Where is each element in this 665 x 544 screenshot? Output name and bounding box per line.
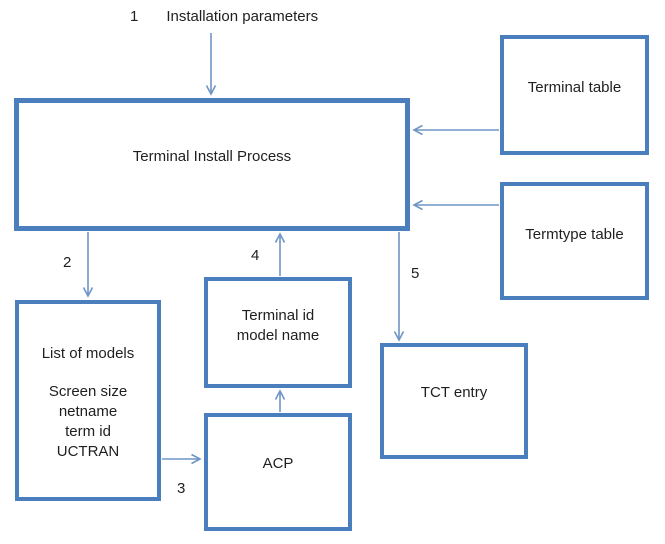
node-terminal-install-process: Terminal Install Process [14,98,410,231]
node-label: Termtype table [525,226,624,243]
node-detail-uctran: UCTRAN [56,443,120,460]
node-detail-netname: netname [58,403,118,420]
step-number-2: 2 [63,254,72,271]
node-acp: ACP [204,413,352,531]
annotation-installation-parameters: 1 Installation parameters [130,8,318,26]
node-label: List of models [41,345,135,362]
step-number-5: 5 [411,265,420,282]
node-list-of-models: List of models Screen size netname term … [15,300,161,501]
node-label: Terminal Install Process [132,147,292,165]
step-number-3: 3 [177,480,186,497]
node-label-line2: model name [236,326,320,344]
node-label: Terminal table [527,79,622,96]
step-number-1: 1 [130,8,139,25]
node-label: TCT entry [420,384,488,401]
node-terminal-table: Terminal table [500,35,649,155]
annotation-label: Installation parameters [166,8,319,25]
node-termtype-table: Termtype table [500,182,649,300]
node-terminal-id-model-name: Terminal id model name [204,277,352,388]
node-tct-entry: TCT entry [380,343,528,459]
node-label: ACP [262,455,294,472]
node-label-line1: Terminal id [241,306,315,324]
node-detail-screen-size: Screen size [48,383,128,400]
node-detail-term-id: term id [65,423,111,440]
step-number-4: 4 [251,247,260,264]
